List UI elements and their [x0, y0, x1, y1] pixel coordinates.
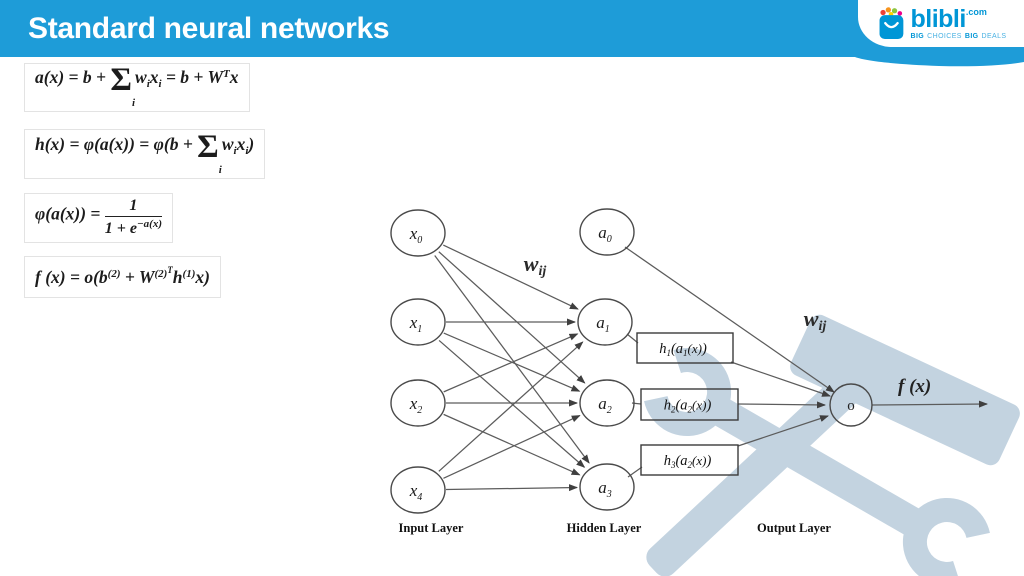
hidden-node-a0: a0 — [579, 208, 635, 256]
svg-text:x0: x0 — [409, 224, 423, 246]
formula-hidden-activation: h(x) = φ(a(x)) = φ(b + Σiwixi) — [24, 129, 266, 179]
weight-label-1: wij — [524, 251, 547, 279]
svg-text:h3(a2(x)): h3(a2(x)) — [664, 453, 712, 470]
hidden-unit-box-2: h2(a2(x)) — [640, 388, 739, 421]
svg-text:x4: x4 — [409, 481, 423, 503]
svg-text:a0: a0 — [598, 223, 612, 245]
svg-text:x2: x2 — [409, 394, 423, 416]
formula-preactivation: a(x) = b + Σiwixi = b + WTx — [24, 63, 250, 112]
page-title: Standard neural networks — [28, 11, 390, 45]
input-node-x1: x1 — [390, 298, 446, 346]
svg-text:a2: a2 — [598, 394, 612, 416]
svg-text:a3: a3 — [598, 478, 612, 500]
input-node-x2: x2 — [390, 379, 446, 427]
svg-text:h2(a2(x)): h2(a2(x)) — [664, 398, 712, 415]
svg-text:a1: a1 — [596, 313, 610, 335]
hidden-node-a2: a2 — [579, 379, 635, 427]
svg-text:o: o — [847, 398, 855, 414]
svg-text:h1(a1(x)): h1(a1(x)) — [659, 341, 707, 358]
formula-network-output: f (x) = o(b(2) + W(2)Th(1)x) — [24, 256, 221, 298]
hidden-node-a3: a3 — [579, 463, 635, 511]
hidden-unit-box-1: h1(a1(x)) — [636, 332, 734, 364]
tagline-word: DEALS — [981, 33, 1007, 40]
layer-label-2: Hidden Layer — [567, 521, 642, 535]
input-node-x4: x4 — [390, 466, 446, 514]
shopping-bag-icon — [879, 6, 903, 39]
tagline-word: BIG — [910, 33, 925, 40]
hidden-node-a1: a1 — [577, 298, 633, 346]
layer-label-1: Input Layer — [399, 521, 464, 535]
input-node-x0: x0 — [390, 209, 446, 257]
tagline-word: CHOICES — [927, 33, 962, 40]
svg-text:x1: x1 — [409, 313, 423, 335]
hidden-unit-box-3: h3(a2(x)) — [640, 444, 739, 476]
tagline-word: BIG — [964, 33, 979, 40]
output-function-label: f (x) — [898, 376, 931, 397]
weight-label-2: wij — [804, 306, 827, 334]
logo-tld: .com — [965, 7, 987, 17]
layer-label-3: Output Layer — [757, 521, 831, 535]
logo-brand: blibli — [910, 5, 967, 33]
slide-header: Standard neural networks — [0, 0, 865, 57]
output-node: o — [829, 383, 873, 427]
